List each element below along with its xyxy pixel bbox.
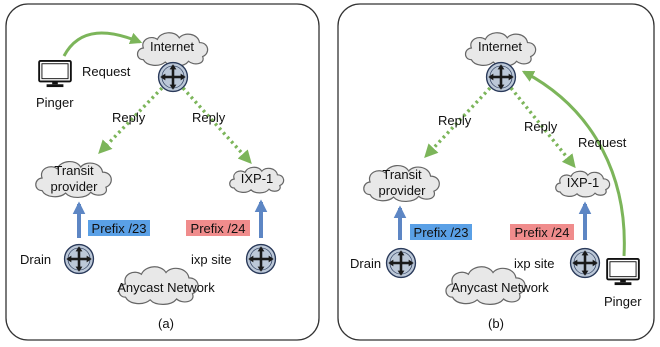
reply-arrow-left — [98, 86, 164, 154]
prefix-right-badge — [510, 224, 574, 240]
transit-label-line1: Transit — [382, 167, 422, 182]
ixp-label: IXP-1 — [241, 171, 274, 186]
reply-right-label: Reply — [524, 119, 558, 134]
reply-left-label: Reply — [112, 110, 146, 125]
transit-cloud: Transit provider — [363, 165, 440, 202]
anycast-cloud: Anycast Network — [117, 265, 215, 306]
request-arrow — [62, 31, 143, 57]
panel-a: Anycast Network Internet Transit provide… — [5, 3, 320, 341]
pinger-label: Pinger — [36, 95, 74, 110]
prefix-right-label: Prefix /24 — [191, 221, 246, 236]
ixp-site-router-icon — [245, 243, 277, 275]
pinger-label: Pinger — [604, 294, 642, 309]
drain-router-icon — [63, 243, 95, 275]
reply-arrow-right — [181, 86, 252, 165]
prefix-left-label: Prefix /23 — [92, 221, 147, 236]
anycast-label: Anycast Network — [117, 280, 215, 295]
internet-router-icon — [157, 61, 189, 93]
internet-label: Internet — [478, 39, 522, 54]
request-arrow — [521, 70, 626, 257]
reply-right-label: Reply — [192, 110, 226, 125]
drain-label: Drain — [350, 256, 381, 271]
prefix-right-label: Prefix /24 — [515, 225, 570, 240]
drain-router-icon — [385, 247, 417, 279]
ixp-cloud: IXP-1 — [229, 166, 285, 194]
ixp-site-label: ixp site — [514, 256, 554, 271]
transit-label-line1: Transit — [54, 163, 94, 178]
caption-a: (a) — [158, 316, 174, 331]
reply-left-label: Reply — [438, 113, 472, 128]
internet-router-icon — [485, 61, 517, 93]
transit-cloud: Transit provider — [35, 161, 112, 198]
ixp-cloud: IXP-1 — [555, 170, 611, 198]
caption-b: (b) — [488, 316, 504, 331]
anycast-cloud: Anycast Network — [444, 265, 549, 306]
request-label: Request — [82, 64, 131, 79]
ixp-site-router-icon — [569, 247, 601, 279]
internet-label: Internet — [150, 39, 194, 54]
prefix-left-label: Prefix /23 — [414, 225, 469, 240]
drain-label: Drain — [20, 252, 51, 267]
prefix-left-badge — [410, 224, 472, 240]
transit-label-line2: provider — [51, 179, 99, 194]
internet-cloud: Internet — [137, 32, 209, 67]
panel-b: Anycast Network Internet Transit provide… — [337, 3, 655, 341]
ixp-site-label: ixp site — [191, 252, 231, 267]
prefix-left-badge — [88, 220, 150, 236]
reply-arrow-right — [509, 86, 576, 169]
ixp-label: IXP-1 — [567, 175, 600, 190]
transit-label-line2: provider — [379, 183, 427, 198]
request-label: Request — [578, 135, 627, 150]
prefix-right-badge — [186, 220, 250, 236]
internet-cloud: Internet — [465, 32, 537, 67]
anycast-label: Anycast Network — [451, 280, 549, 295]
